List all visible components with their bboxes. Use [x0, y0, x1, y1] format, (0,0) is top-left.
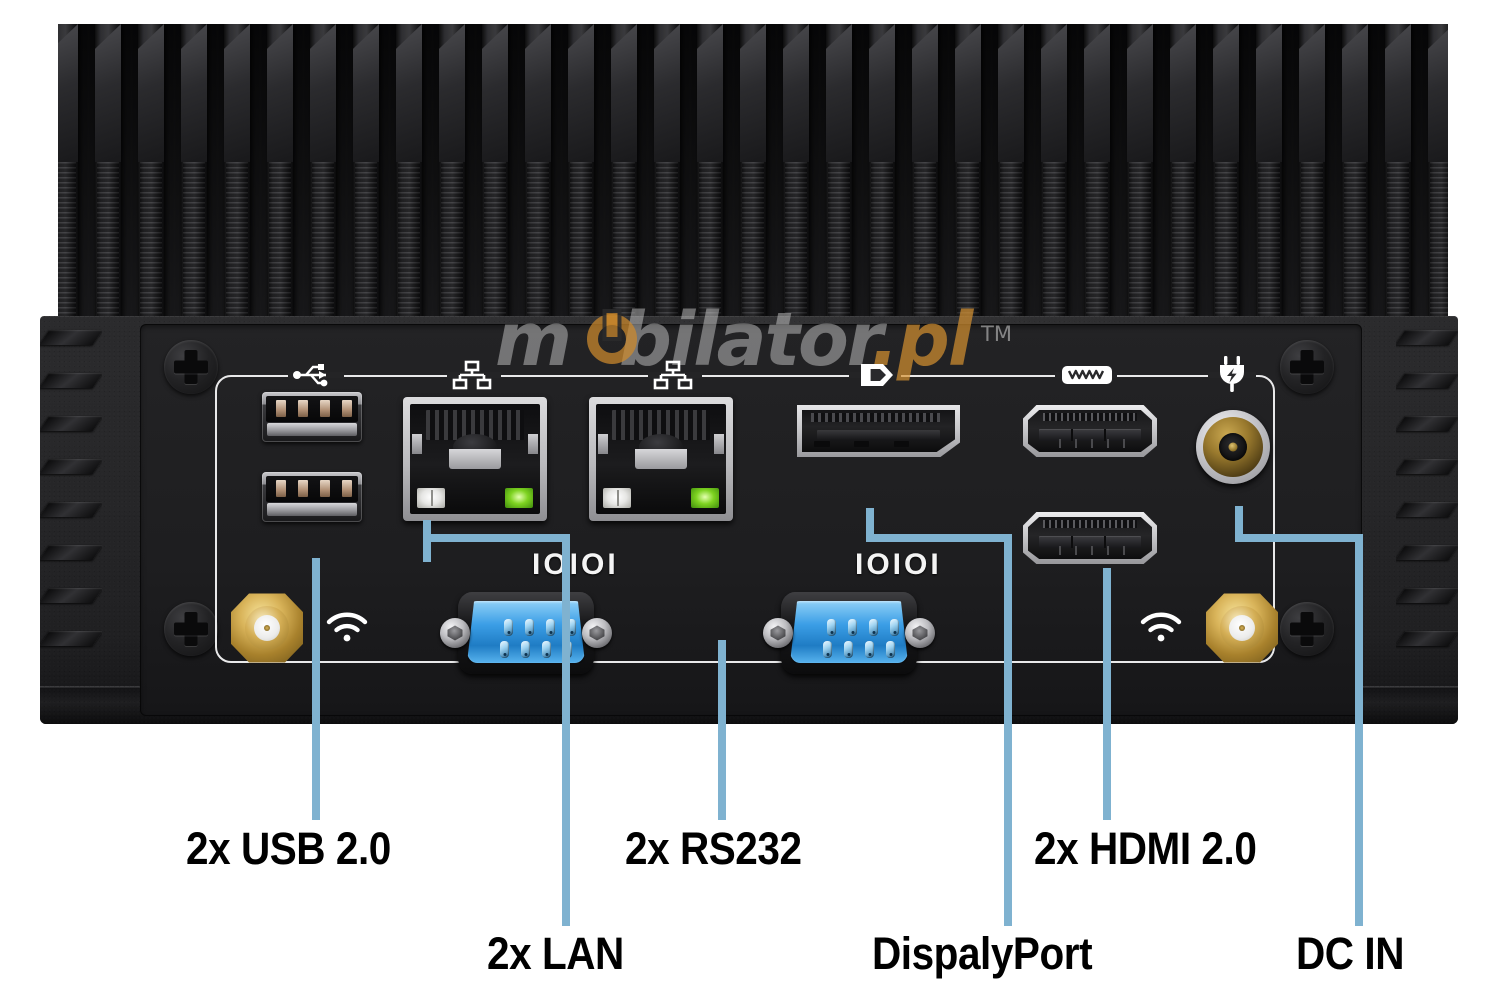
callout-label-hdmi: 2x HDMI 2.0 [1034, 823, 1257, 874]
displayport-icon [853, 358, 897, 392]
callout-label-dcin: DC IN [1296, 928, 1404, 979]
callout-line-rs232 [718, 640, 726, 820]
dc-in-power-jack[interactable] [1196, 410, 1270, 484]
serial-marking-right: IOIOI [855, 548, 942, 581]
rs232-serial-port-1[interactable] [440, 592, 612, 674]
callout-line-dp-1 [866, 508, 874, 542]
callout-line-dp-3 [1004, 534, 1012, 926]
callout-label-rs232: 2x RS232 [625, 823, 802, 874]
hdmi-connector-icon [1058, 360, 1116, 390]
antenna-connector-left[interactable] [231, 593, 303, 663]
callout-label-lan: 2x LAN [487, 928, 624, 979]
heatsink-fin-block [58, 24, 1448, 324]
callout-line-dcin-3 [1355, 534, 1363, 926]
usb-trident-icon [292, 360, 332, 390]
ethernet-network-icon-left [452, 360, 492, 390]
serial-marking-left: IOIOI [532, 548, 619, 581]
callout-label-usb: 2x USB 2.0 [186, 823, 391, 874]
callout-line-lan-3 [562, 534, 570, 926]
phillips-screw-bottom-left [164, 602, 218, 656]
ethernet-network-icon-right [653, 360, 693, 390]
lan-port-1[interactable] [403, 397, 547, 521]
callout-line-hdmi [1103, 568, 1111, 820]
usb-port-bottom[interactable] [262, 472, 362, 522]
hdmi-port-bottom[interactable] [1023, 512, 1157, 564]
phillips-screw-top-left [164, 340, 218, 394]
callout-line-usb [312, 558, 320, 820]
callout-line-lan-2 [423, 534, 570, 542]
phillips-screw-top-right [1280, 340, 1334, 394]
usb-port-top[interactable] [262, 392, 362, 442]
callout-line-dcin-1 [1235, 506, 1243, 542]
lan-port-2[interactable] [589, 397, 733, 521]
hdmi-port-top[interactable] [1023, 405, 1157, 457]
heatsink-fins [58, 24, 1448, 324]
wifi-signal-icon-left [325, 611, 369, 643]
rs232-serial-port-2[interactable] [763, 592, 935, 674]
phillips-screw-bottom-right [1280, 602, 1334, 656]
port-group-outline [215, 375, 1275, 663]
power-plug-icon [1212, 354, 1252, 394]
callout-line-dcin-2 [1235, 534, 1363, 542]
wifi-signal-icon-right [1139, 611, 1183, 643]
right-side-vents [1396, 316, 1458, 688]
callout-line-dp-2 [866, 534, 1012, 542]
left-side-vents [40, 316, 102, 688]
antenna-connector-right[interactable] [1206, 593, 1278, 663]
displayport-port[interactable] [797, 405, 960, 457]
callout-label-dp: DispalyPort [872, 928, 1093, 979]
